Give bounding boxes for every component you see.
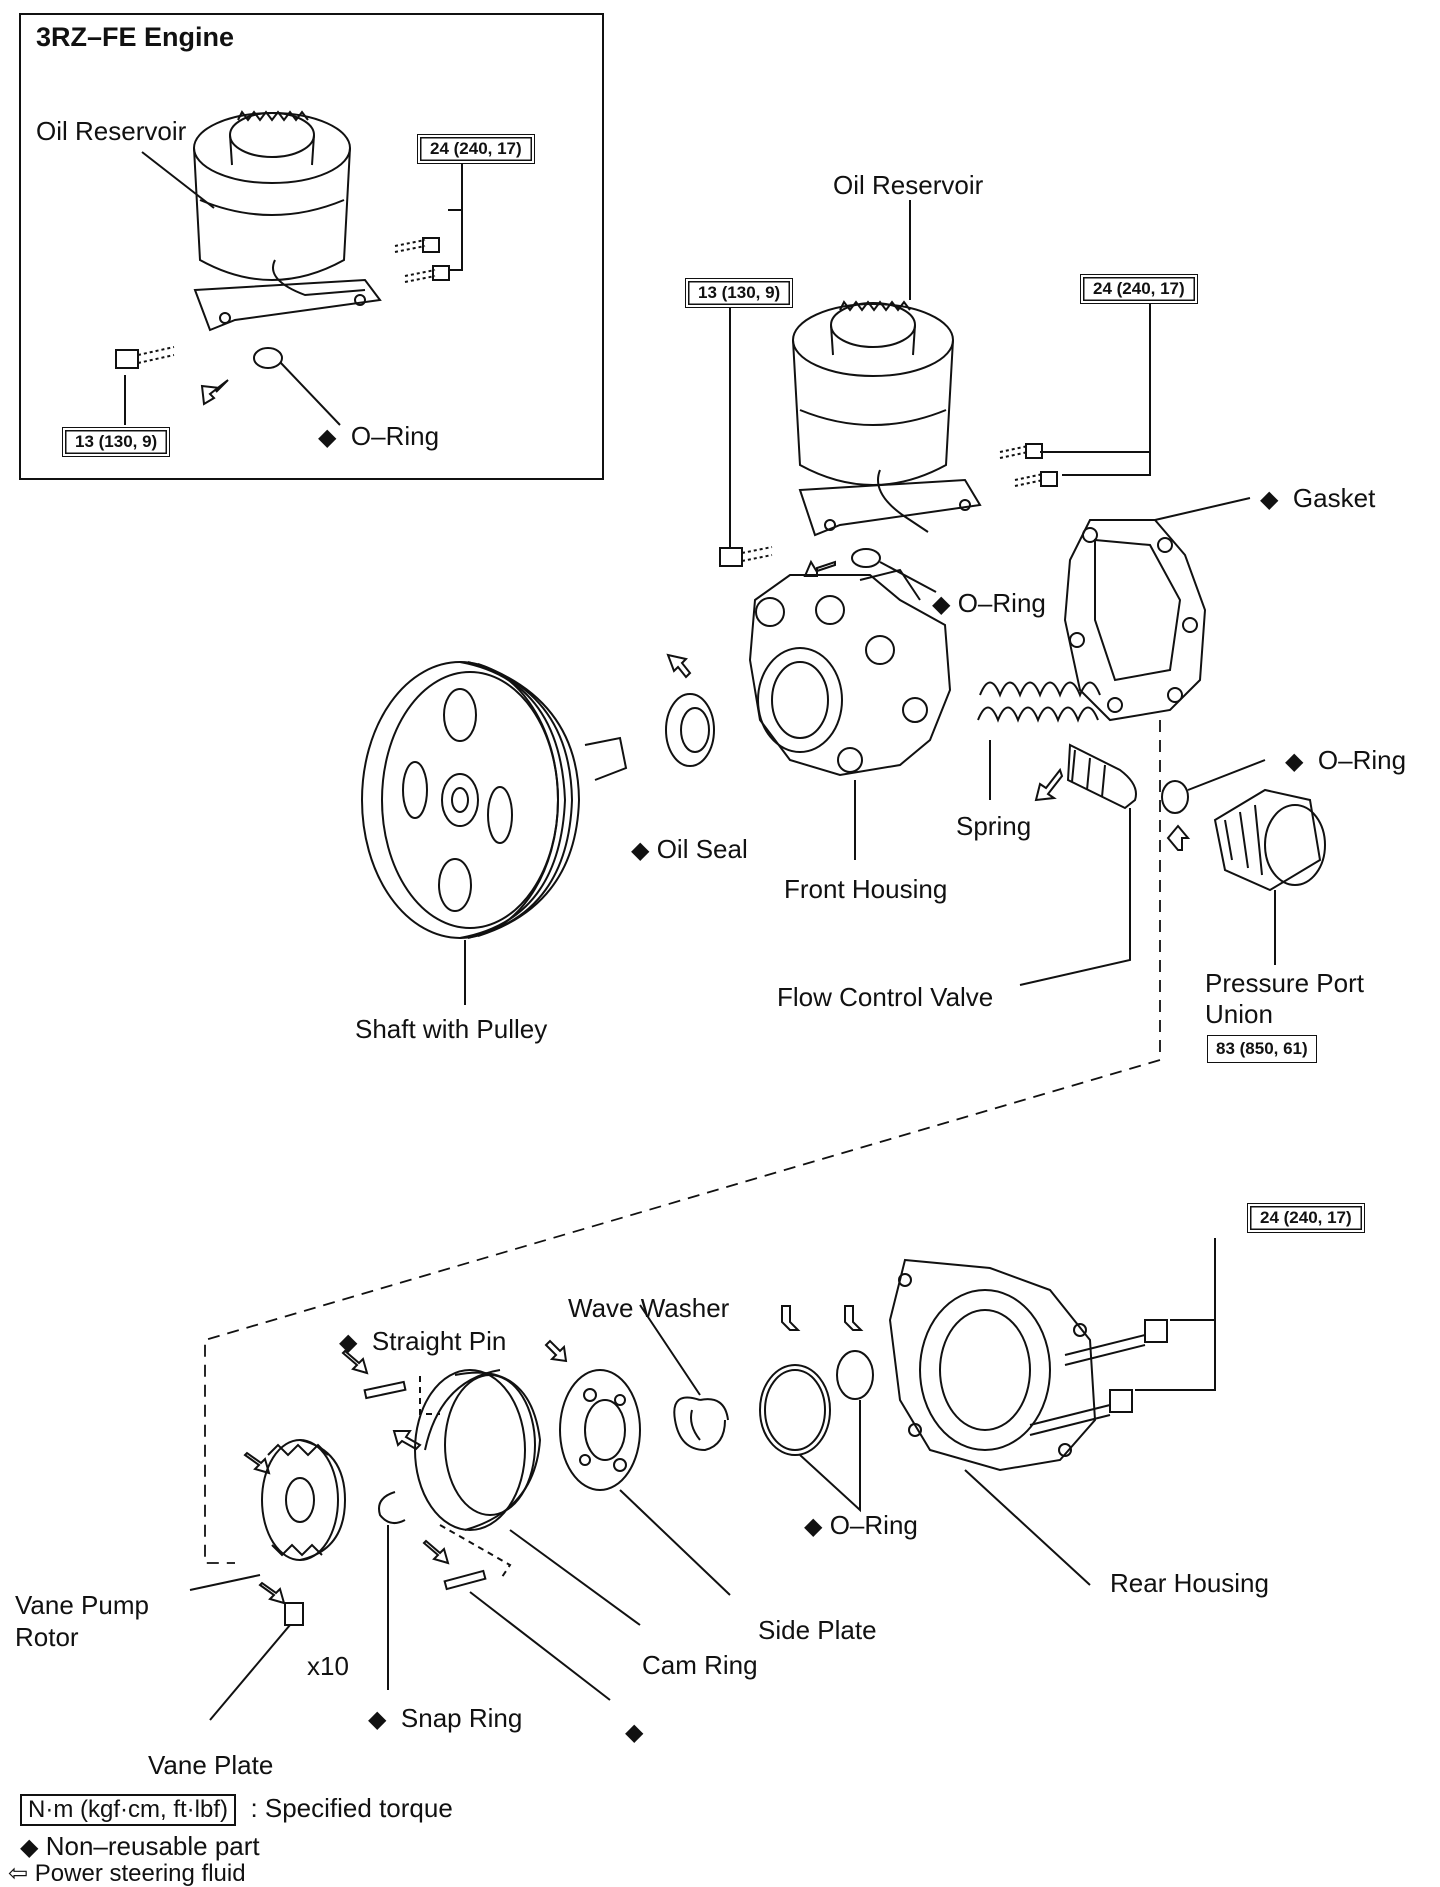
straight-pin-top <box>363 1380 407 1400</box>
wave-washer <box>673 1396 729 1452</box>
non-reusable-diamond-icon: ◆ <box>1285 748 1304 775</box>
spring <box>977 681 1101 723</box>
legend-fluid: ⇦ Power steering fluid <box>8 1860 246 1887</box>
inset-bolts <box>115 237 450 369</box>
torque-unit-box: N·m (kgf·cm, ft·lbf) <box>20 1794 236 1826</box>
o-ring-top-label: ◆ O–Ring <box>932 588 1046 618</box>
vane-pump-rotor-label-2: Rotor <box>15 1622 79 1652</box>
non-reusable-diamond-icon: ◆ <box>339 1329 358 1356</box>
inset-o-ring <box>253 347 283 369</box>
torque-13: 13 (130, 9) <box>685 278 794 308</box>
spring-label: Spring <box>956 811 1032 841</box>
vane-pump-rotor <box>261 1439 347 1561</box>
x10-label: x10 <box>307 1651 349 1681</box>
main-oil-reservoir <box>792 300 982 537</box>
non-reusable-diamond-icon: ◆ <box>1260 486 1279 513</box>
non-reusable-diamond-icon: ◆ <box>20 1834 39 1861</box>
non-reusable-diamond-icon: ◆ <box>932 591 951 618</box>
front-housing <box>748 568 952 777</box>
inset-title: 3RZ–FE Engine <box>36 22 235 52</box>
legend-torque: N·m (kgf·cm, ft·lbf) : Specified torque <box>20 1794 453 1826</box>
assembly-line <box>204 720 1161 1564</box>
pressure-port-union-label-1: Pressure Port <box>1205 968 1364 998</box>
non-reusable-diamond-icon: ◆ <box>625 1719 644 1746</box>
inset-oil-reservoir <box>193 110 382 332</box>
pressure-port-union <box>1213 788 1326 892</box>
snap-ring <box>378 1491 406 1525</box>
o-ring-bottom-small <box>836 1350 874 1400</box>
o-ring-bottom-large <box>759 1364 831 1456</box>
o-ring-right-label: ◆ O–Ring <box>1285 745 1407 775</box>
vane-plate <box>284 1602 304 1626</box>
torque-desc: : Specified torque <box>250 1793 453 1823</box>
front-housing-label: Front Housing <box>784 874 948 904</box>
vane-plate-label: Vane Plate <box>148 1750 274 1780</box>
pressure-port-union-label-2: Union <box>1205 999 1273 1029</box>
rear-housing <box>888 1258 1097 1472</box>
legend-non-reusable: ◆ Non–reusable part <box>20 1831 260 1861</box>
o-ring-bottom-label: ◆ O–Ring <box>804 1510 918 1540</box>
non-reusable-diamond-icon: ◆ <box>318 424 337 451</box>
gasket <box>1063 519 1207 722</box>
flow-control-valve-label: Flow Control Valve <box>777 982 994 1012</box>
straight-pin-bottom-diamond: ◆ <box>625 1718 643 1745</box>
shaft-with-pulley-label: Shaft with Pulley <box>355 1014 548 1044</box>
torque-83: 83 (850, 61) <box>1207 1035 1317 1063</box>
snap-ring-label: ◆ Snap Ring <box>368 1703 523 1733</box>
cam-ring-label: Cam Ring <box>642 1650 758 1680</box>
inset-frame <box>19 13 604 480</box>
non-reusable-diamond-icon: ◆ <box>368 1706 387 1733</box>
non-reusable-diamond-icon: ◆ <box>631 837 650 864</box>
torque-24-bottom: 24 (240, 17) <box>1247 1203 1365 1233</box>
side-plate-label: Side Plate <box>758 1615 877 1645</box>
oil-seal <box>665 693 715 767</box>
rear-housing-label: Rear Housing <box>1110 1568 1269 1598</box>
flow-control-valve <box>1066 743 1137 810</box>
non-reusable-diamond-icon: ◆ <box>804 1513 823 1540</box>
oil-reservoir-label: Oil Reservoir <box>833 170 984 200</box>
wave-washer-label: Wave Washer <box>568 1293 730 1323</box>
shaft-with-pulley <box>361 661 628 939</box>
rear-bolts <box>1029 1319 1168 1436</box>
inset-oil-reservoir-label: Oil Reservoir <box>36 116 187 146</box>
cam-ring <box>414 1369 542 1531</box>
oil-seal-label: ◆ Oil Seal <box>631 834 748 864</box>
inset-o-ring-label: ◆ O–Ring <box>318 421 440 451</box>
inset-torque-13: 13 (130, 9) <box>62 427 171 457</box>
o-ring-right <box>1161 780 1189 814</box>
torque-24-top: 24 (240, 17) <box>1080 274 1198 304</box>
straight-pin-label: ◆ Straight Pin <box>339 1326 507 1356</box>
side-plate <box>559 1369 641 1491</box>
straight-pin-bottom <box>443 1569 487 1591</box>
main-bolts <box>719 443 1058 567</box>
gasket-label: ◆ Gasket <box>1260 483 1376 513</box>
inset-torque-24: 24 (240, 17) <box>417 134 535 164</box>
vane-pump-rotor-label-1: Vane Pump <box>15 1590 149 1620</box>
fluid-arrow-icon: ⇦ <box>8 1860 29 1887</box>
main-o-ring-top <box>851 548 881 568</box>
